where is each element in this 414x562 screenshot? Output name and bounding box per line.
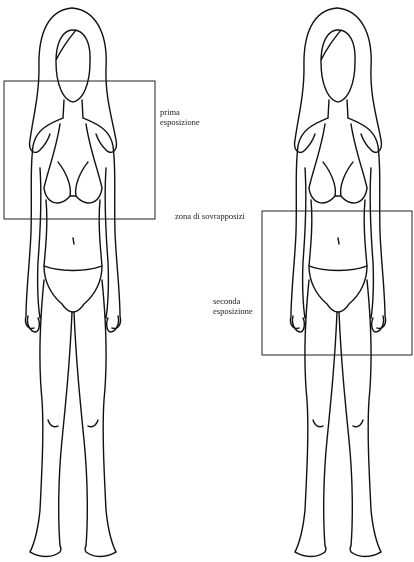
second-exposure-label-line1: seconda <box>213 296 253 306</box>
second-exposure-label-line2: esposizione <box>213 306 253 316</box>
second-exposure-label: seconda esposizione <box>213 296 253 316</box>
first-exposure-box <box>4 81 155 219</box>
first-exposure-label: prima esposizione <box>160 107 200 127</box>
first-exposure-label-line2: esposizione <box>160 117 200 127</box>
figure-left <box>25 8 120 557</box>
second-exposure-box <box>262 211 412 355</box>
overlap-zone-label: zona di sovrapposizi <box>174 211 246 221</box>
first-exposure-label-line1: prima <box>160 107 200 117</box>
figure-right <box>290 8 385 557</box>
